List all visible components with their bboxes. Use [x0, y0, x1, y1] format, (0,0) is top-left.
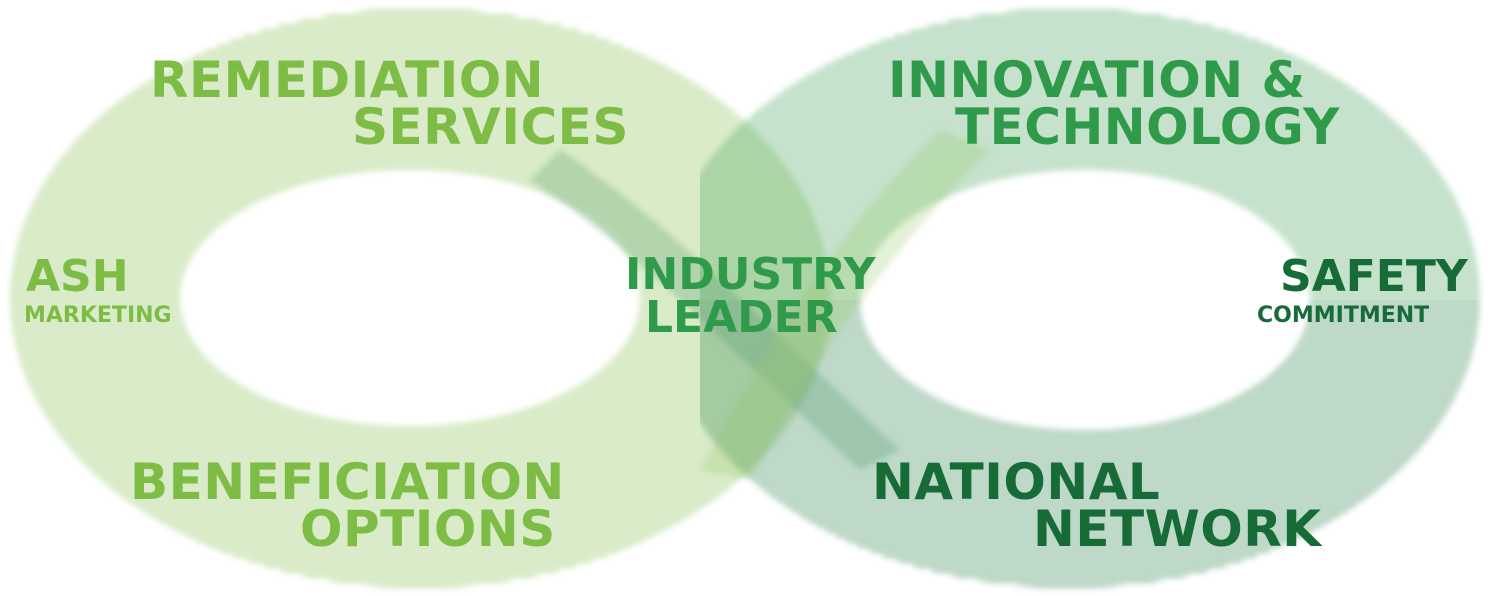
left-lobe [10, 8, 830, 588]
safety-label-line2: COMMITMENT [1257, 303, 1430, 328]
national-label-line1: NATIONAL [872, 453, 1161, 511]
cross-band-descending [530, 150, 900, 470]
ash-label-line1: ASH [26, 251, 129, 302]
beneficiation-label-line1: BENEFICIATION [130, 453, 565, 511]
right-lobe-bottom [700, 300, 1480, 588]
safety-label-line1: SAFETY [1280, 251, 1468, 302]
remediation-label-line2: SERVICES [352, 98, 629, 156]
center-crossing [530, 130, 990, 480]
right-lobe-bottom-shape [700, 300, 1480, 588]
national-label-line2: NETWORK [1033, 500, 1322, 558]
remediation-label-line1: REMEDIATION [150, 51, 545, 109]
left-lobe-shape [10, 8, 830, 588]
industry-label-line2: LEADER [645, 292, 838, 343]
industry-label-line1: INDUSTRY [625, 249, 876, 300]
ash-label-line2: MARKETING [24, 303, 172, 328]
innovation-label-line2: TECHNOLOGY [955, 98, 1340, 156]
beneficiation-label-line2: OPTIONS [300, 500, 556, 558]
innovation-label-line1: INNOVATION & [888, 51, 1306, 109]
cross-band-ascending [700, 130, 990, 480]
